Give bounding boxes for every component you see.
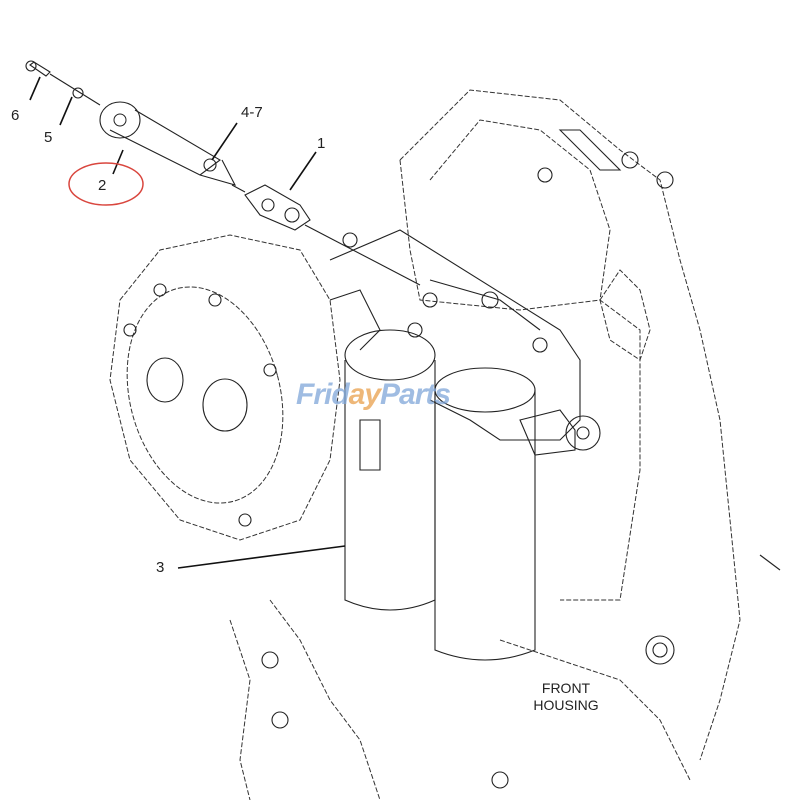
front-housing-label: FRONT HOUSING [528,680,604,714]
callout-1: 1 [317,135,326,152]
watermark-part2: Parts [380,378,451,411]
front-housing-line2: HOUSING [533,697,599,713]
watermark-part1: Frid [296,378,350,411]
highlight-circle [68,162,144,206]
callout-5: 5 [44,129,53,146]
watermark-logo: FridayParts [296,378,451,412]
callout-2: 2 [98,177,107,194]
callout-3: 3 [156,559,165,576]
front-housing-line1: FRONT [541,680,591,696]
watermark-accent: ay [348,378,381,411]
callout-4-7: 4-7 [241,104,263,121]
callout-6: 6 [11,107,20,124]
